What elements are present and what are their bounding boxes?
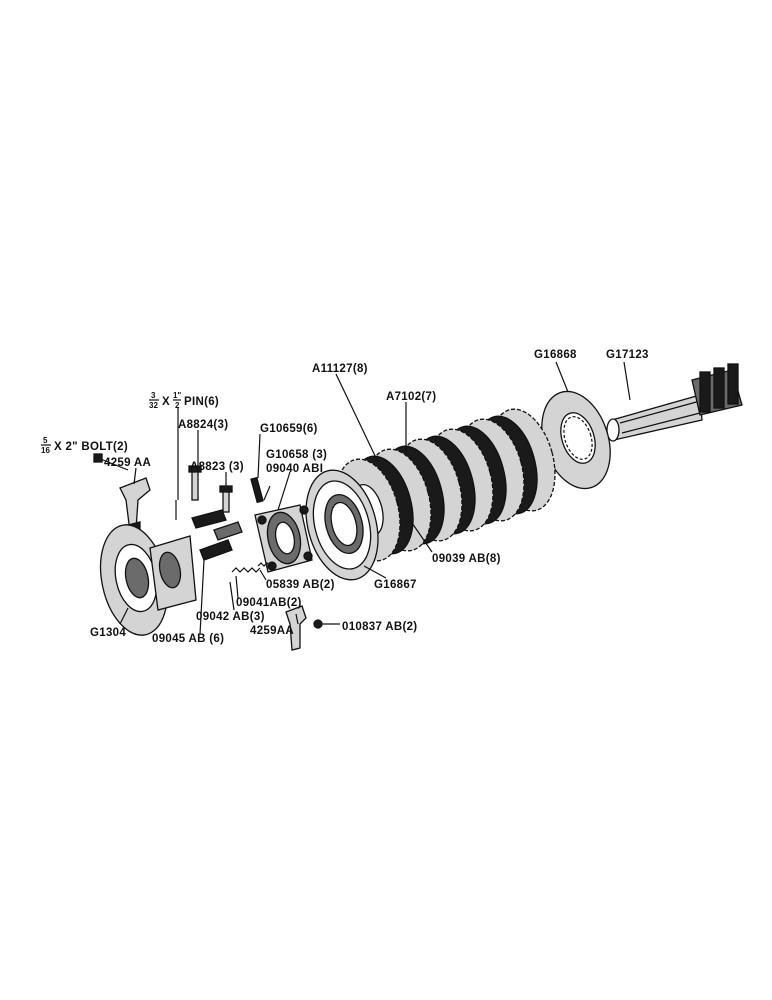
label-09042: 09042 AB(3) [196, 611, 265, 623]
label-a8824: A8824(3) [178, 419, 228, 431]
label-4259aa-top: 4259 AA [104, 457, 151, 469]
bolt-a8824 [188, 465, 202, 501]
pin-frac-a-den: 32 [149, 401, 158, 410]
label-g10659: G10659(6) [260, 423, 318, 435]
bolt-5-16 [93, 453, 129, 471]
label-a11127: A11127(8) [312, 363, 368, 375]
label-pin: 3 32 X 1" 2 PIN(6) [149, 391, 219, 410]
label-09039: 09039 AB(8) [432, 553, 501, 565]
label-09040: 09040 ABI [266, 463, 323, 475]
pin-tail: PIN(6) [184, 396, 219, 408]
label-010837: 010837 AB(2) [342, 621, 417, 633]
flywheel-g1304 [99, 524, 197, 636]
plate-g16868 [541, 390, 611, 490]
spring-05839 [257, 562, 274, 567]
bolt-a8823 [219, 485, 233, 513]
bolt-tail: X 2" BOLT(2) [54, 441, 128, 453]
label-05839: 05839 AB(2) [266, 579, 335, 591]
spring-09041 [231, 567, 261, 573]
bolt-frac-den: 16 [41, 446, 50, 455]
label-4259aa-bottom: 4259AA [250, 625, 294, 637]
label-a8823: A8823 (3) [190, 461, 244, 473]
clutch-disc-stack [335, 408, 556, 562]
part-labels: G17123 G16868 A11127(8) A7102(7) 3 32 X … [41, 349, 649, 645]
pin-frac-b-den: 2 [175, 401, 180, 410]
label-g16868: G16868 [534, 349, 577, 361]
hub-09040 [254, 504, 313, 573]
bolt-frac-num: 5 [43, 436, 48, 445]
bracket-4259aa-bottom [285, 605, 323, 651]
label-g17123: G17123 [606, 349, 649, 361]
label-09045: 09045 AB (6) [152, 633, 224, 645]
pin-frac-a-num: 3 [151, 391, 156, 400]
label-a7102: A7102(7) [386, 391, 436, 403]
shaft-g17123 [606, 363, 743, 442]
pin-frac-b-num: 1" [173, 391, 181, 400]
lever-09045 [191, 509, 243, 561]
pressure-plate-g16867 [305, 469, 379, 581]
pin-x: X [162, 396, 170, 408]
label-09041: 09041AB(2) [236, 597, 302, 609]
spline-gear [699, 363, 739, 413]
label-g1304: G1304 [90, 627, 126, 639]
leader-lines [119, 361, 631, 635]
pin-g10659 [250, 476, 264, 504]
label-bolt: 5 16 X 2" BOLT(2) [41, 436, 128, 455]
label-g10658: G10658 (3) [266, 449, 327, 461]
label-g16867: G16867 [374, 579, 417, 591]
